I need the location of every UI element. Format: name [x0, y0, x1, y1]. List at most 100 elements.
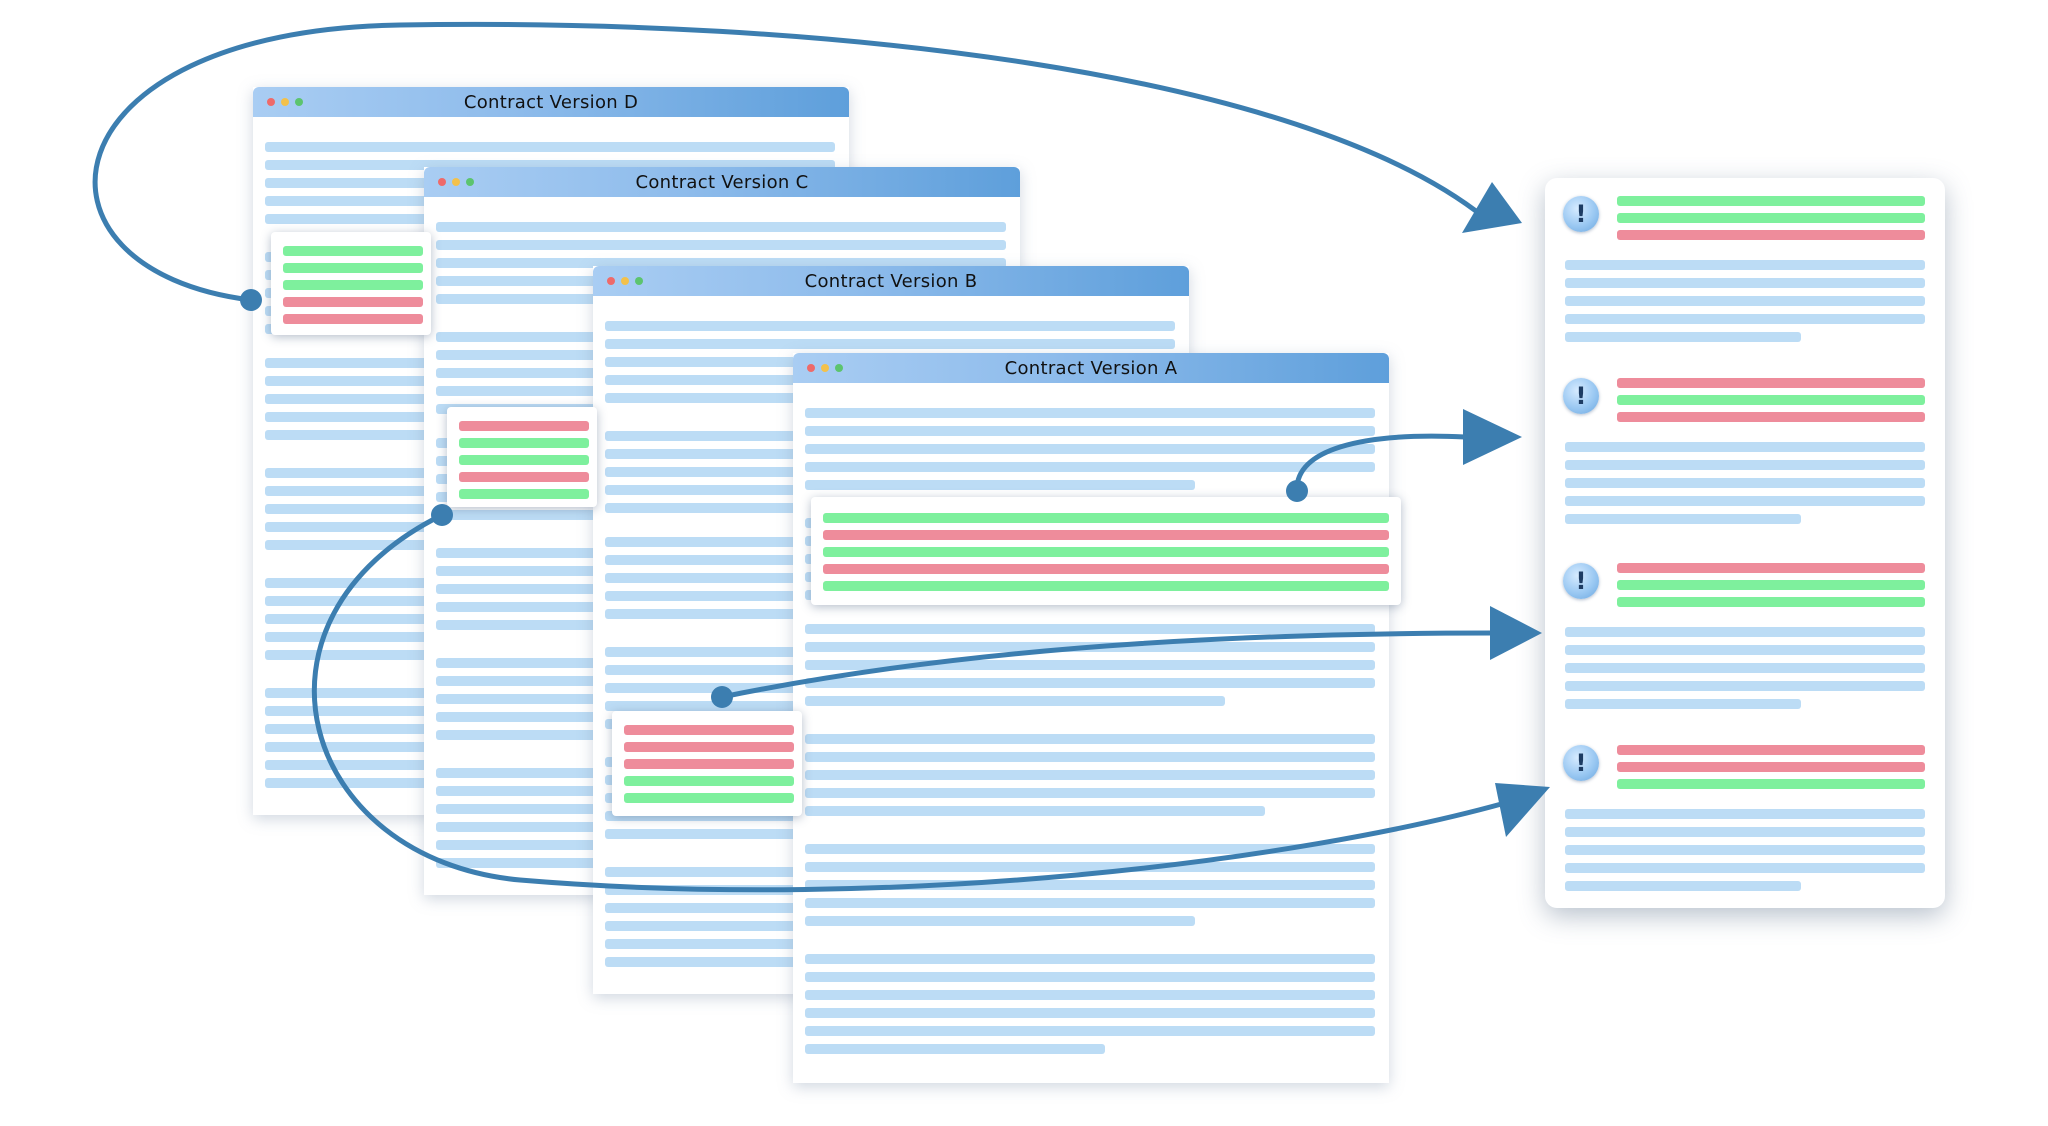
text-line	[436, 222, 1006, 232]
added-line	[459, 438, 589, 448]
window-title: Contract Version B	[804, 271, 978, 292]
arrow-b-path	[719, 630, 1498, 700]
connector-dot-icon	[431, 504, 453, 526]
text-line	[1565, 827, 1925, 837]
maximize-dot-icon[interactable]	[635, 277, 643, 285]
warning-icon: !	[1563, 196, 1599, 232]
added-line	[283, 263, 423, 273]
text-line	[1565, 627, 1925, 637]
removed-line	[283, 314, 423, 324]
maximize-dot-icon[interactable]	[466, 178, 474, 186]
added-line	[823, 513, 1389, 523]
text-line	[605, 957, 905, 967]
text-line	[805, 1008, 1375, 1018]
text-line	[1565, 496, 1925, 506]
removed-line	[823, 530, 1389, 540]
contract-window-a: Contract Version A	[793, 353, 1389, 1083]
added-line	[1617, 580, 1925, 590]
window-title-bar: Contract Version A	[793, 353, 1389, 383]
added-line	[283, 280, 423, 290]
removed-line	[283, 297, 423, 307]
removed-line	[459, 472, 589, 482]
close-dot-icon[interactable]	[438, 178, 446, 186]
maximize-dot-icon[interactable]	[835, 364, 843, 372]
text-line	[805, 1026, 1375, 1036]
text-line	[805, 898, 1375, 908]
added-line	[823, 581, 1389, 591]
text-line	[805, 788, 1375, 798]
connector-dot-icon	[240, 289, 262, 311]
arrow-d-path	[92, 21, 1488, 303]
added-line	[1617, 779, 1925, 789]
text-line	[1565, 514, 1801, 524]
text-line	[805, 480, 1195, 490]
added-line	[823, 547, 1389, 557]
text-line	[1565, 845, 1925, 855]
text-line	[805, 954, 1375, 964]
warning-icon: !	[1563, 563, 1599, 599]
removed-line	[459, 421, 589, 431]
text-line	[1565, 681, 1925, 691]
change-popup-b[interactable]	[612, 711, 802, 816]
added-line	[459, 489, 589, 499]
text-line	[805, 624, 1375, 634]
arrowhead-icon	[1462, 182, 1522, 233]
window-title: Contract Version D	[463, 92, 639, 113]
removed-line	[1617, 230, 1925, 240]
text-line	[805, 752, 1375, 762]
close-dot-icon[interactable]	[607, 277, 615, 285]
added-line	[1617, 196, 1925, 206]
change-popup-d[interactable]	[271, 232, 431, 335]
added-line	[624, 793, 794, 803]
text-line	[265, 142, 835, 152]
minimize-dot-icon[interactable]	[621, 277, 629, 285]
text-line	[805, 696, 1225, 706]
window-title: Contract Version A	[1004, 358, 1178, 379]
close-dot-icon[interactable]	[267, 98, 275, 106]
text-line	[805, 972, 1375, 982]
removed-line	[624, 725, 794, 735]
minimize-dot-icon[interactable]	[281, 98, 289, 106]
text-line	[805, 916, 1195, 926]
text-line	[805, 880, 1375, 890]
text-line	[1565, 881, 1801, 891]
minimize-dot-icon[interactable]	[821, 364, 829, 372]
text-line	[1565, 296, 1925, 306]
maximize-dot-icon[interactable]	[295, 98, 303, 106]
text-line	[605, 321, 1175, 331]
text-line	[805, 660, 1375, 670]
removed-line	[1617, 563, 1925, 573]
connector-dot-icon	[1286, 480, 1308, 502]
text-line	[805, 844, 1375, 854]
removed-line	[1617, 762, 1925, 772]
removed-line	[624, 742, 794, 752]
minimize-dot-icon[interactable]	[452, 178, 460, 186]
text-line	[1565, 278, 1925, 288]
text-line	[1565, 460, 1925, 470]
removed-line	[1617, 745, 1925, 755]
change-popup-a[interactable]	[811, 497, 1401, 605]
text-line	[805, 862, 1375, 872]
removed-line	[624, 759, 794, 769]
text-line	[1565, 260, 1925, 270]
text-line	[1565, 699, 1801, 709]
arrowhead-icon	[1490, 606, 1542, 660]
text-line	[1565, 809, 1925, 819]
arrowhead-icon	[1495, 783, 1550, 837]
text-line	[805, 1044, 1105, 1054]
added-line	[624, 776, 794, 786]
text-line	[1565, 863, 1925, 873]
close-dot-icon[interactable]	[807, 364, 815, 372]
text-line	[1565, 478, 1925, 488]
text-line	[605, 339, 1175, 349]
warning-icon: !	[1563, 378, 1599, 414]
added-line	[283, 246, 423, 256]
removed-line	[1617, 378, 1925, 388]
window-title-bar: Contract Version B	[593, 266, 1189, 296]
text-line	[805, 426, 1375, 436]
window-title-bar: Contract Version C	[424, 167, 1020, 197]
change-popup-c[interactable]	[447, 407, 597, 507]
text-line	[265, 160, 835, 170]
text-line	[1565, 442, 1925, 452]
